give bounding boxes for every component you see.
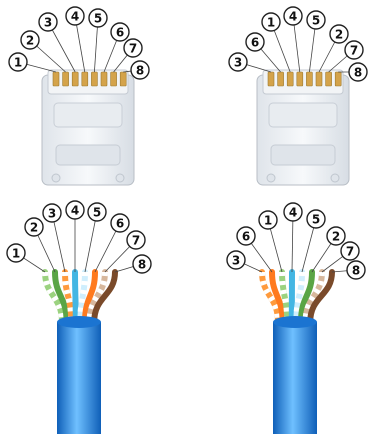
left-cable	[45, 272, 115, 434]
cable-pin-label: 7	[346, 245, 354, 259]
cable-pin-label: 8	[352, 264, 360, 278]
plug-pin-2	[278, 72, 284, 86]
cable-pin-label: 3	[232, 254, 240, 268]
plug-pin-label: 3	[44, 16, 52, 30]
plug-pin-3	[72, 72, 78, 86]
cable-pin-label: 6	[242, 230, 250, 244]
plug-pin-1	[53, 72, 59, 86]
plug-pin-2	[63, 72, 69, 86]
plug-pin-label: 6	[251, 36, 259, 50]
plug-pin-7	[111, 72, 117, 86]
cable-pin-label: 5	[312, 213, 320, 227]
cable-pin-label: 1	[12, 247, 20, 261]
plug-pin-label: 4	[71, 10, 79, 24]
plug-pin-6	[101, 72, 107, 86]
cable-pin-label: 1	[264, 214, 272, 228]
plug-pin-label: 2	[335, 28, 343, 42]
left-plug-pin-labels: 123 4 567 8	[9, 7, 149, 79]
plug-pin-3	[287, 72, 293, 86]
cable-pin-label: 6	[116, 217, 124, 231]
cable-pin-label: 7	[132, 234, 140, 248]
plug-pin-label: 2	[26, 34, 34, 48]
plug-pin-7	[326, 72, 332, 86]
plug-pin-5	[91, 72, 97, 86]
plug-pin-label: 3	[234, 56, 242, 70]
cable-pin-label: 4	[289, 206, 297, 220]
cable-pin-label: 5	[93, 206, 101, 220]
plug-pin-1	[268, 72, 274, 86]
cable-pin-label: 3	[48, 207, 56, 221]
cable-pin-label: 8	[138, 258, 146, 272]
plug-pin-8	[335, 72, 341, 86]
plug-pin-4	[82, 72, 88, 86]
plug-pin-label: 1	[267, 16, 275, 30]
right-plug	[257, 70, 349, 185]
plug-pin-8	[120, 72, 126, 86]
plug-pin-label: 1	[14, 56, 22, 70]
right-cable-pin-labels: 361 4 527 8	[227, 203, 365, 279]
plug-pin-label: 7	[129, 42, 137, 56]
plug-pin-label: 8	[354, 66, 362, 80]
right-cable-jacket	[273, 322, 317, 434]
cable-pin-label: 2	[30, 221, 38, 235]
plug-pin-label: 6	[116, 26, 124, 40]
plug-pin-6	[316, 72, 322, 86]
plug-pin-4	[297, 72, 303, 86]
plug-pin-label: 4	[289, 10, 297, 24]
left-cable-jacket	[57, 322, 101, 434]
plug-pin-label: 5	[312, 14, 320, 28]
cable-pin-label: 2	[332, 230, 340, 244]
plug-pin-label: 7	[350, 44, 358, 58]
right-cable	[262, 272, 332, 434]
left-plug	[42, 70, 134, 185]
wire-4	[75, 272, 76, 322]
plug-pin-5	[306, 72, 312, 86]
plug-pin-label: 8	[136, 64, 144, 78]
cable-pin-label: 4	[71, 204, 79, 218]
plug-pin-label: 5	[94, 12, 102, 26]
